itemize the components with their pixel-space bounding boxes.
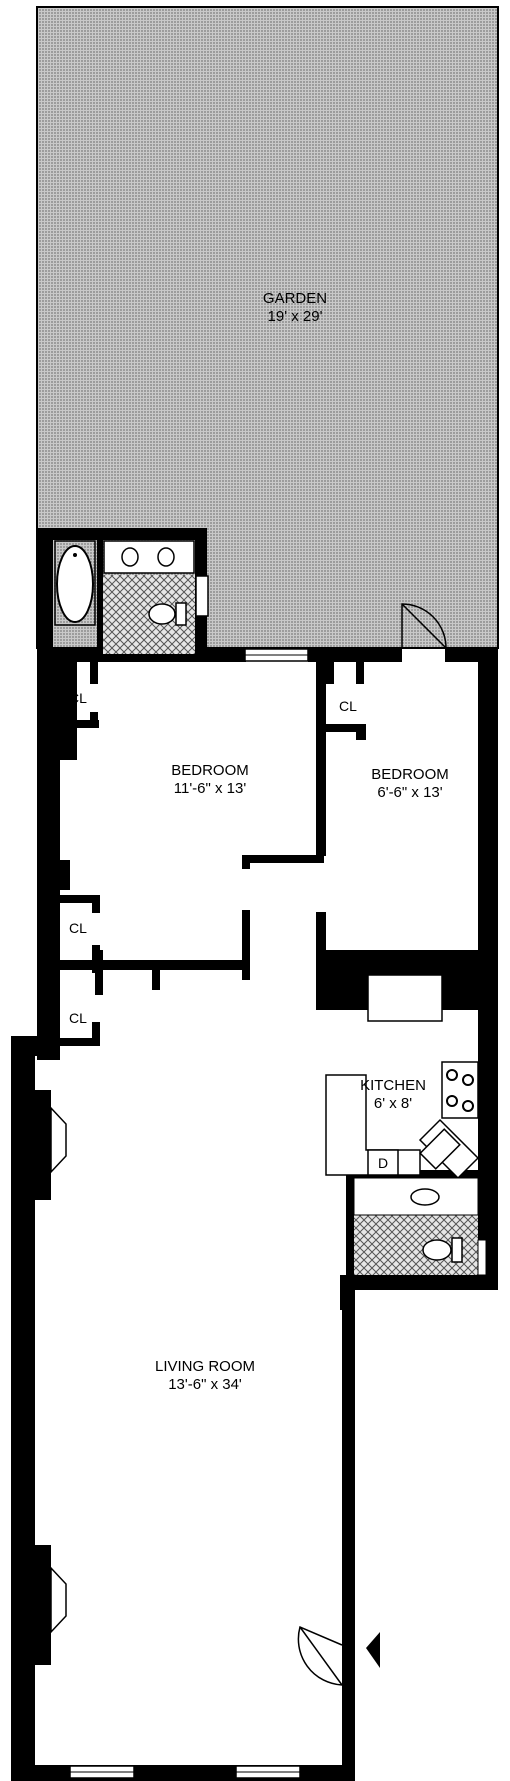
tub-faucet — [73, 553, 77, 557]
bathtub-frame — [54, 540, 96, 626]
living-room-name: LIVING ROOM — [155, 1358, 255, 1375]
sink-basin-left — [121, 547, 139, 567]
burner-4 — [462, 1100, 474, 1112]
bedroom-small-name: BEDROOM — [371, 766, 449, 783]
toilet-2 — [422, 1239, 452, 1261]
bath2-window — [477, 1239, 487, 1276]
closet-label-hall: CL — [69, 920, 87, 936]
bathtub — [56, 545, 94, 623]
bath-window — [195, 575, 209, 617]
kitchen-sink — [419, 1128, 461, 1170]
living-room-size: 13'-6" x 34' — [168, 1376, 242, 1393]
garden-door-swing — [401, 603, 447, 649]
kitchen-name: KITCHEN — [360, 1077, 426, 1094]
dishwasher — [367, 1149, 399, 1176]
closet-label-bedroom-main: CL — [69, 690, 87, 706]
vanity-counter — [103, 540, 195, 574]
bedroom-main-size: 11'-6" x 13' — [174, 780, 247, 797]
toilet-1 — [148, 603, 176, 625]
toilet-2-tank — [451, 1237, 463, 1263]
closet-label-bedroom-small: CL — [339, 698, 357, 714]
burner-2 — [462, 1074, 474, 1086]
sink-basin-right — [157, 547, 175, 567]
dishwasher-label: D — [378, 1155, 388, 1171]
kitchen-size: 6' x 8' — [374, 1095, 412, 1112]
entry-arrow-icon — [366, 1632, 380, 1668]
bath-wall-divider — [97, 540, 103, 654]
burner-1 — [446, 1069, 458, 1081]
fireplace-upper — [50, 1106, 67, 1174]
entry-door-swing — [297, 1625, 343, 1686]
bath2-sink — [410, 1188, 440, 1206]
kitchen-window — [367, 974, 443, 1022]
walls — [11, 528, 498, 1781]
bedroom-small-size: 6'-6" x 13' — [377, 784, 442, 801]
toilet-1-tank — [175, 602, 187, 626]
closet-label-living: CL — [69, 1010, 87, 1026]
burner-3 — [446, 1095, 458, 1107]
fireplace-lower — [50, 1566, 67, 1634]
garden-size: 19' x 29' — [268, 308, 323, 325]
bedroom-main-name: BEDROOM — [171, 762, 249, 779]
garden-name: GARDEN — [263, 290, 327, 307]
